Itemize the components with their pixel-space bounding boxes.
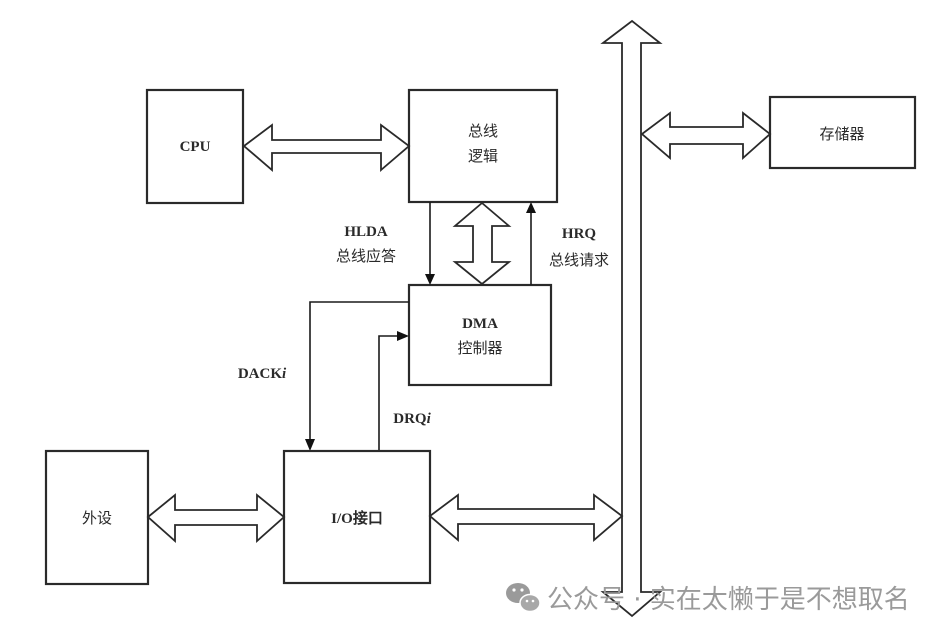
bus-memory-arrow	[640, 111, 772, 161]
wechat-icon	[506, 583, 541, 613]
drq-arrowhead-icon	[397, 331, 409, 341]
hrq-arrowhead-icon	[526, 202, 536, 213]
io-interface-box	[282, 449, 432, 585]
watermark: 公众号 · 实在太懒于是不想取名	[506, 583, 910, 615]
bus-logic-label-line1: 总线	[468, 122, 498, 140]
memory-label: 存储器	[819, 125, 864, 143]
hlda-desc: 总线应答	[336, 247, 396, 265]
peripheral-label: 外设	[82, 509, 112, 527]
hlda-arrowhead-icon	[425, 274, 435, 285]
dack-arrowhead-icon	[305, 439, 315, 451]
bus-logic-dma-arrow	[452, 201, 512, 286]
system-bus-arrow	[600, 19, 663, 618]
hlda-label: HLDA	[344, 224, 388, 240]
peripheral-box	[44, 449, 150, 586]
cpu-label: CPU	[180, 139, 211, 155]
bus-logic-box	[407, 88, 559, 204]
hrq-label: HRQ	[562, 226, 597, 242]
hrq-desc: 总线请求	[549, 251, 609, 269]
dma-label-line1: DMA	[462, 316, 498, 332]
cpu-box	[145, 88, 245, 205]
dack-label: DACKi	[238, 366, 287, 382]
watermark-text: 公众号 · 实在太懒于是不想取名	[547, 585, 910, 615]
peripheral-io-arrow	[146, 493, 286, 544]
cpu-bus-logic-arrow	[242, 123, 411, 172]
dack-line	[309, 301, 409, 441]
drq-line	[378, 335, 399, 451]
dma-controller-box	[407, 283, 553, 387]
io-bus-arrow	[428, 493, 624, 542]
bus-logic-label-line2: 逻辑	[468, 147, 498, 165]
dma-label-line2: 控制器	[457, 339, 502, 357]
drq-label: DRQi	[393, 411, 431, 427]
memory-box	[768, 95, 917, 170]
io-interface-label: I/O接口	[331, 509, 383, 527]
